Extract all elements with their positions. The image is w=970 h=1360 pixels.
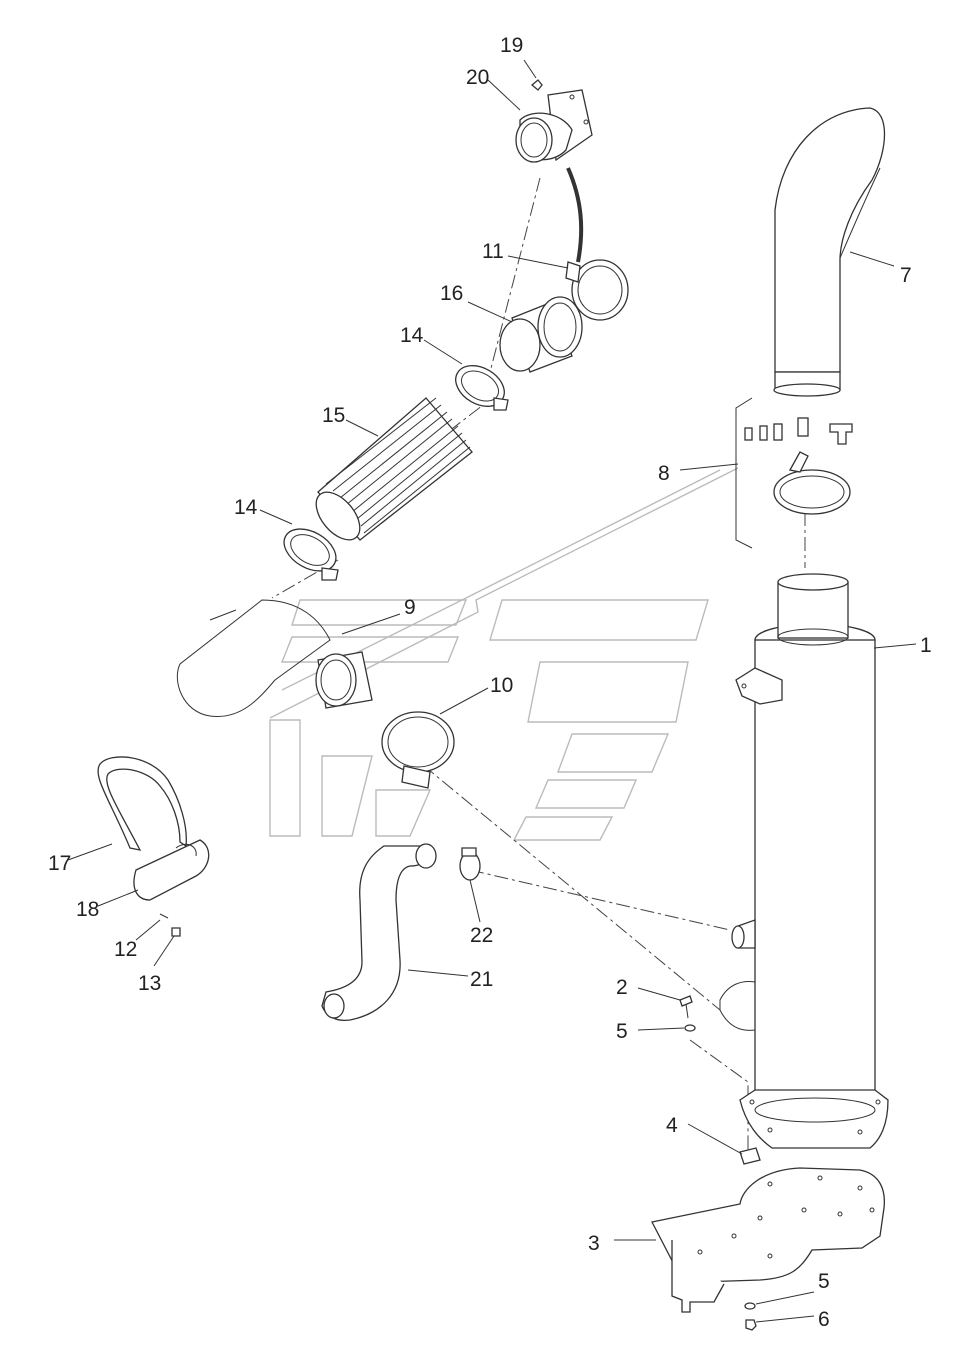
flex-hose-part-15 (315, 397, 473, 541)
callout-14-upper: 14 (400, 324, 424, 347)
pipe-adapter-part-16 (499, 296, 583, 373)
callout-2: 2 (616, 976, 628, 999)
callout-7: 7 (900, 264, 912, 287)
callout-5-upper: 5 (616, 1020, 628, 1043)
mounting-kit-part-8 (735, 397, 853, 549)
callout-20: 20 (466, 66, 489, 89)
small-clamp-part-22 (459, 847, 481, 881)
callout-14-lower: 14 (234, 496, 258, 519)
muffler-part-1 (719, 573, 889, 1149)
callout-17: 17 (48, 852, 71, 875)
tailpipe-part-21 (321, 843, 437, 1022)
phantom-elbow-outline (176, 599, 331, 718)
connector-curve (566, 167, 584, 263)
callout-3: 3 (588, 1232, 600, 1255)
washer-part-5-lower (744, 1302, 756, 1310)
flange-adapter-part-20 (515, 89, 593, 163)
callout-labels: 19 20 11 16 14 15 14 7 8 9 10 1 17 18 12… (48, 34, 932, 1331)
callout-9: 9 (404, 596, 416, 619)
callout-18: 18 (76, 898, 99, 921)
nut-part-13 (171, 927, 181, 937)
heat-shield-part-18 (133, 839, 210, 901)
callout-4: 4 (666, 1114, 678, 1137)
screw-part-19 (530, 79, 543, 91)
callout-6: 6 (818, 1308, 830, 1331)
callout-12: 12 (114, 938, 137, 961)
nut-part-6 (745, 1319, 757, 1331)
callout-22: 22 (470, 924, 493, 947)
callout-10: 10 (490, 674, 513, 697)
callout-21: 21 (470, 968, 493, 991)
leader-lines (67, 59, 917, 1323)
callout-19: 19 (500, 34, 523, 57)
callout-1: 1 (920, 634, 932, 657)
screw-part-12 (159, 913, 169, 919)
coupler-part-9 (315, 651, 373, 709)
stack-pipe-part-7 (773, 107, 886, 397)
clamp-part-10 (381, 711, 455, 789)
callout-15: 15 (322, 404, 345, 427)
guard-strap-part-17 (97, 756, 187, 851)
callout-8: 8 (658, 462, 670, 485)
bolt-part-2 (679, 995, 693, 1019)
callout-13: 13 (138, 972, 161, 995)
clamp-band-part-11 (565, 259, 629, 321)
callout-16: 16 (440, 282, 463, 305)
washer-part-5-upper (684, 1024, 696, 1032)
callout-5-lower: 5 (818, 1270, 830, 1293)
hose-clamp-part-14-lower (283, 528, 339, 581)
callout-11: 11 (482, 240, 504, 263)
mounting-plate-part-3 (651, 1167, 886, 1313)
hose-clamp-part-14-upper (455, 365, 509, 411)
clip-part-4 (739, 1147, 761, 1165)
